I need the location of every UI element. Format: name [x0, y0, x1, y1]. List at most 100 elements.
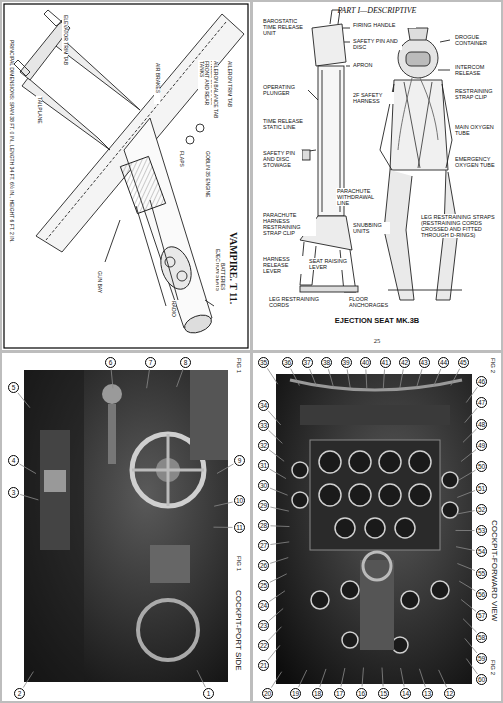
rotated-label: COCKPIT-FORWARD VIEW: [489, 520, 498, 650]
part-label: DROGUE CONTAINER: [454, 34, 500, 46]
rotated-label: VAMPIRE. T 11.: [228, 232, 239, 342]
leader-line: [459, 581, 475, 591]
part-label: PARACHUTE HARNESS RESTRAINING STRAP CLIP: [262, 212, 316, 236]
part-label: 25: [253, 337, 501, 344]
callout-number: 19: [290, 688, 301, 699]
callout-number: 35: [258, 357, 269, 368]
part-label: EMERGENCY OXYGEN TUBE: [454, 156, 500, 168]
part-label: SAFETY PIN AND DISC STOWAGE: [262, 150, 302, 168]
callout-number: 36: [282, 357, 293, 368]
rotated-label: FLAPS: [178, 150, 184, 192]
callout-number: 2: [14, 688, 25, 699]
leader-line: [383, 369, 384, 388]
leader-line: [362, 668, 363, 687]
leader-line: [341, 668, 345, 687]
callout-number: 4: [8, 455, 19, 466]
callout-number: 52: [476, 504, 487, 515]
part-label: MAIN OXYGEN TUBE: [454, 124, 500, 136]
leader-line: [111, 369, 113, 388]
callout-number: 20: [262, 688, 273, 699]
leader-line: [268, 627, 281, 641]
callout-number: 15: [378, 688, 389, 699]
ejection-seat-drawing: [300, 10, 462, 300]
callout-number: 33: [258, 420, 269, 431]
part-label: RESTRAINING STRAP CLIP: [454, 88, 500, 100]
part-label: TIME RELEASE STATIC LINE: [262, 118, 308, 130]
leader-line: [270, 488, 288, 495]
leader-line: [268, 645, 280, 660]
leader-line: [299, 670, 307, 687]
leader-line: [269, 608, 283, 620]
callout-number: 44: [438, 357, 449, 368]
callout-number: 46: [476, 376, 487, 387]
leader-line: [457, 564, 475, 571]
callout-number: 24: [258, 600, 269, 611]
leader-line: [269, 591, 285, 602]
callout-number: 5: [8, 382, 19, 393]
callout-number: 38: [321, 357, 332, 368]
rotated-label: GOBLIN 35 ENGINE: [204, 150, 210, 222]
callout-number: 39: [341, 357, 352, 368]
rotated-label: FIG 2: [489, 358, 496, 388]
leader-line: [310, 369, 317, 387]
part-label: FLOOR ANCHORAGES: [348, 296, 396, 308]
part-label: PARACHUTE WITHDRAWAL LINE: [336, 188, 384, 206]
rotated-label: FIG 2: [489, 660, 496, 690]
cockpit-port-photo: [24, 370, 228, 682]
rotated-label: COCKPIT-PORT SIDE: [233, 590, 242, 690]
callout-number: 21: [258, 660, 269, 671]
leader-line: [347, 369, 350, 388]
leader-line: [270, 542, 289, 545]
leader-line: [456, 547, 475, 551]
part-label: SAFETY PIN AND DISC: [352, 38, 402, 50]
part-label: 2F SAFETY HARNESS: [352, 92, 394, 104]
rotated-label: FIG 1: [235, 358, 242, 388]
callout-number: 14: [400, 688, 411, 699]
leader-line: [461, 450, 476, 462]
part-label: HARNESS RELEASE LEVER: [262, 256, 304, 274]
leader-line: [20, 464, 36, 474]
leader-line: [439, 670, 447, 687]
callout-number: 25: [258, 580, 269, 591]
leader-line: [217, 464, 233, 473]
callout-number: 31: [258, 460, 269, 471]
callout-number: 26: [258, 560, 269, 571]
leader-line: [270, 558, 288, 564]
leader-line: [434, 369, 441, 387]
leader-line: [20, 494, 38, 499]
leader-line: [270, 525, 289, 527]
leader-line: [18, 393, 30, 408]
leader-line: [451, 369, 460, 386]
callout-number: 8: [180, 357, 191, 368]
part-label: APRON: [352, 62, 394, 68]
rotated-label: PRINCIPAL DIMENSIONS: SPAN 38 FT. 0 IN.,…: [8, 40, 14, 290]
leader-line: [463, 619, 476, 632]
leader-line: [400, 369, 403, 388]
callout-number: 59: [476, 653, 487, 664]
callout-number: 23: [258, 620, 269, 631]
callout-number: 48: [476, 419, 487, 430]
callout-number: 27: [258, 540, 269, 551]
part-label: FIRING HANDLE: [352, 22, 416, 28]
leader-line: [417, 369, 422, 387]
callout-number: 28: [258, 520, 269, 531]
rotated-label: ELEVATOR TRIM TAB: [62, 14, 68, 76]
callout-number: 41: [380, 357, 391, 368]
leader-line: [147, 369, 150, 388]
leader-line: [214, 527, 233, 528]
callout-number: 22: [258, 640, 269, 651]
leader-line: [320, 669, 326, 687]
callout-number: 55: [476, 568, 487, 579]
leader-line: [269, 450, 284, 462]
leader-line: [270, 574, 287, 583]
leader-line: [419, 669, 425, 687]
leader-line: [456, 530, 475, 531]
callout-number: 32: [258, 440, 269, 451]
rotated-label: BATTERIES: [219, 262, 225, 304]
part-label: SNUBBING UNITS: [352, 222, 390, 234]
part-label: BAROSTATIC TIME RELEASE UNIT: [262, 18, 310, 36]
callout-number: 16: [356, 688, 367, 699]
